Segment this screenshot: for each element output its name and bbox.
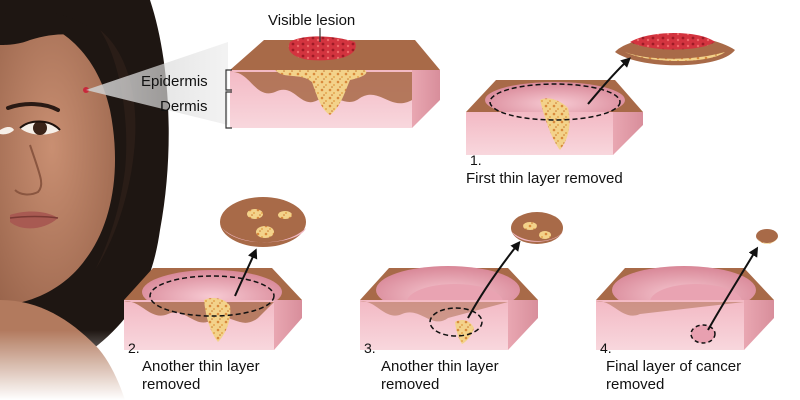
step-1-block [466,80,643,155]
step-2-caption-line1: Another thin layer [142,358,260,375]
step-4-block [596,266,774,350]
step-1-number: 1. [470,152,482,169]
step-4-caption-line1: Final layer of cancer [606,358,741,375]
step-4-removed-layer [756,229,778,244]
step-1-caption: First thin layer removed [466,170,623,187]
step-3-block [360,266,538,350]
step-3-number: 3. [364,340,376,357]
step-4-caption-line2: removed [606,376,664,393]
step-1-removed-layer [615,33,735,65]
step-2-number: 2. [128,340,140,357]
step-2-caption-line2: removed [142,376,200,393]
epidermis-label: Epidermis [141,73,208,90]
step-3-caption-line1: Another thin layer [381,358,499,375]
step-3-removed-layer [511,212,563,244]
step-2-removed-layer [220,197,306,247]
step-2-block [124,268,302,350]
step-4-number: 4. [600,340,612,357]
step-3-caption-line2: removed [381,376,439,393]
visible-lesion-label: Visible lesion [268,12,355,29]
skin-cross-section [230,36,440,128]
dermis-label: Dermis [160,98,208,115]
